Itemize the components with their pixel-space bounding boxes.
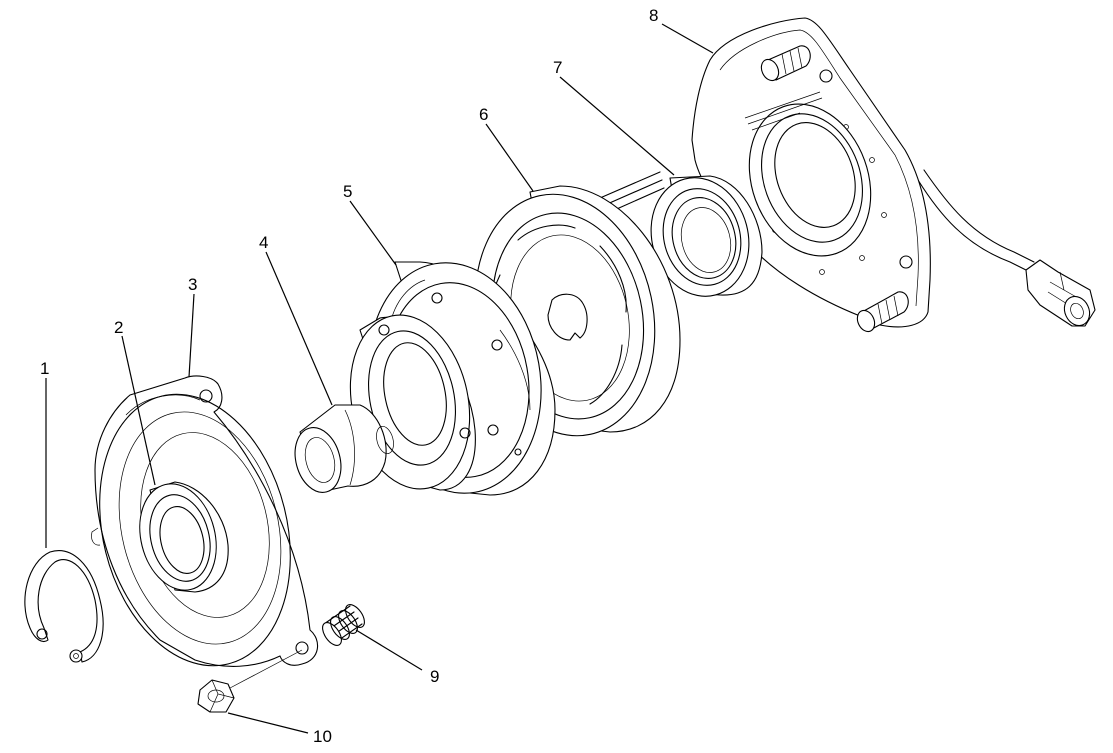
plate-pin-top	[760, 45, 811, 82]
bearing	[650, 175, 763, 297]
callout-7: 7	[553, 58, 562, 77]
leader-4	[265, 251, 333, 406]
wire-connector	[1025, 259, 1096, 327]
shaft-spacer	[294, 404, 394, 493]
leader-2	[121, 335, 156, 486]
callout-4: 4	[259, 233, 268, 252]
leader-8	[661, 23, 714, 54]
leader-9	[355, 629, 423, 671]
spring	[322, 604, 365, 646]
callout-3: 3	[188, 275, 197, 294]
leader-10	[227, 712, 309, 734]
field-coil-bracket	[691, 17, 1096, 333]
nut	[197, 649, 303, 713]
snap-ring	[24, 550, 104, 663]
callout-8: 8	[649, 6, 658, 25]
callout-2: 2	[114, 318, 123, 337]
leader-7	[559, 76, 675, 176]
cover-bearing	[139, 481, 229, 593]
plate-pin-bottom	[856, 291, 909, 333]
callout-6: 6	[479, 105, 488, 124]
leader-5	[349, 200, 397, 266]
callout-5: 5	[343, 182, 352, 201]
callout-10: 10	[313, 727, 332, 746]
callout-1: 1	[40, 359, 49, 378]
callout-9: 9	[430, 667, 439, 686]
leader-6	[485, 123, 534, 192]
leader-3	[188, 293, 195, 378]
